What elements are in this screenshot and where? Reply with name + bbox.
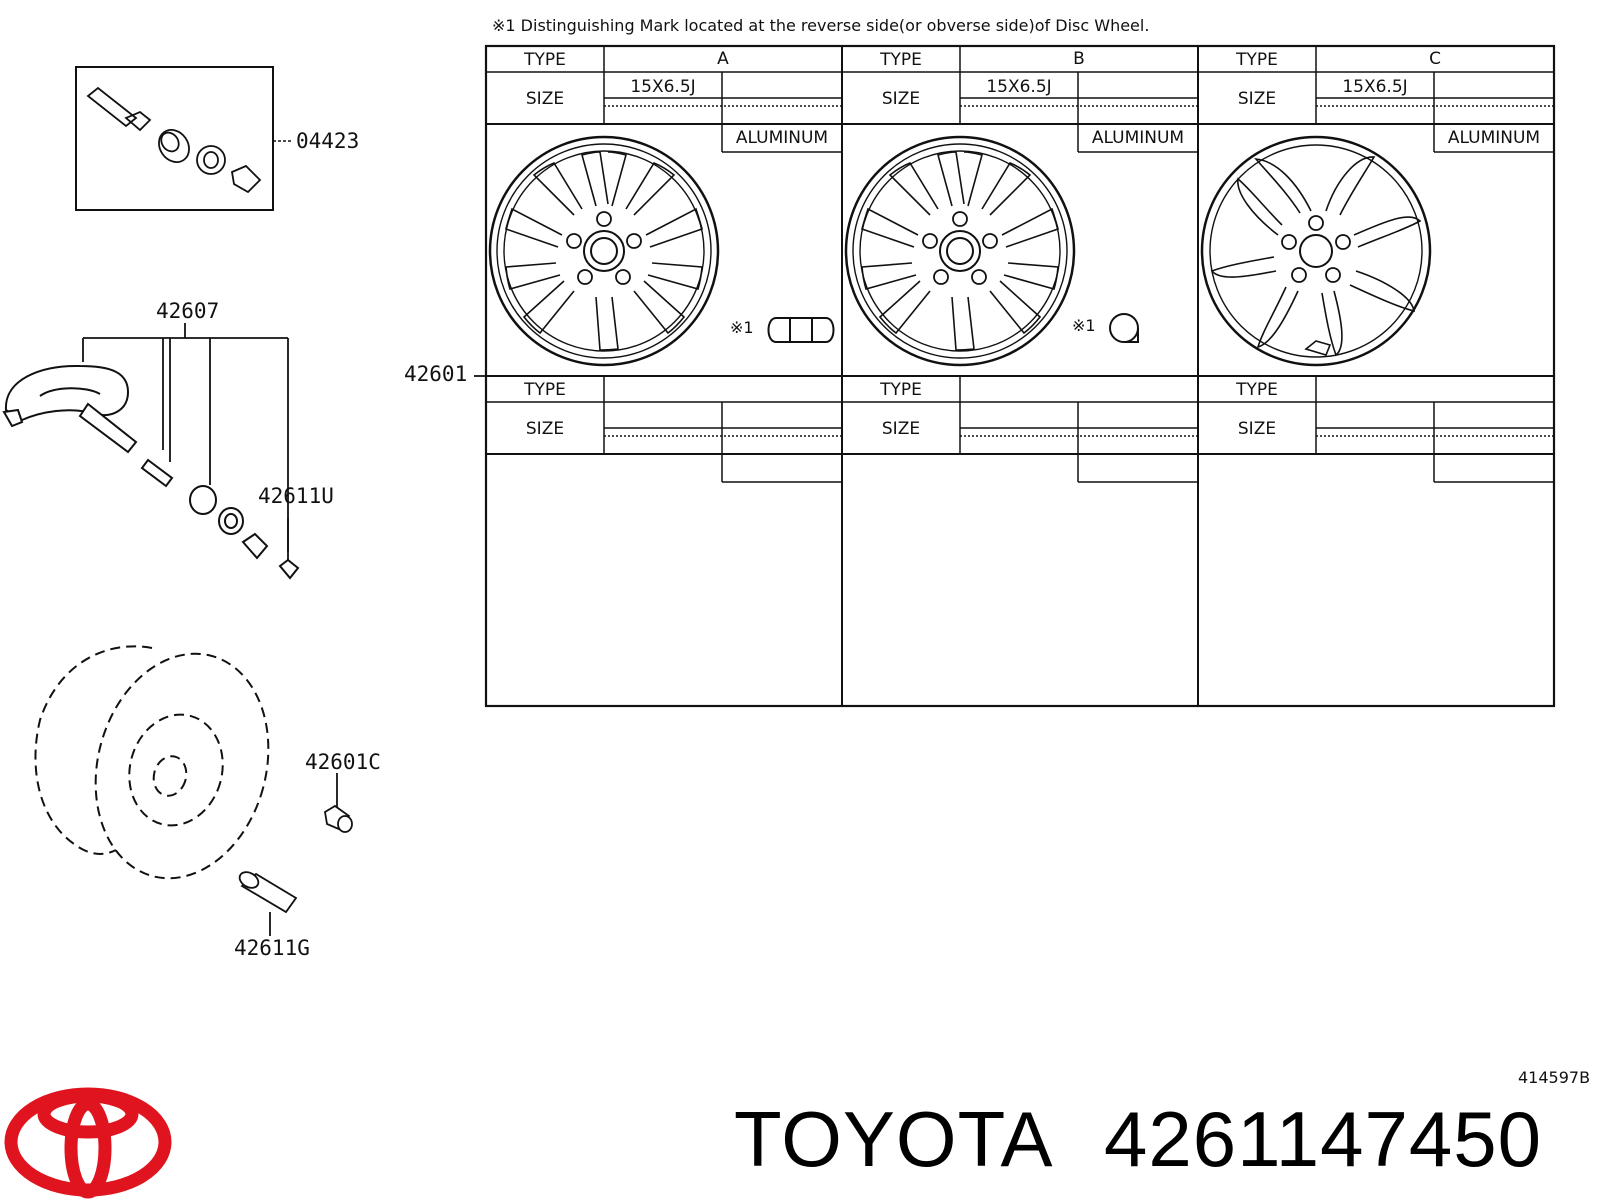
- size-value-a: 15X6.5J: [630, 77, 696, 97]
- material-c: ALUMINUM: [1447, 128, 1541, 148]
- type-label-lower-c: TYPE: [1236, 380, 1278, 400]
- size-label-c: SIZE: [1237, 89, 1277, 109]
- wheel-c-drawing: [1200, 135, 1432, 367]
- size-label-b: SIZE: [881, 89, 921, 109]
- part-label-42611u: 42611U: [258, 484, 334, 508]
- part-label-42601c: 42601C: [305, 750, 381, 774]
- type-value-b: B: [1073, 49, 1085, 69]
- material-b: ALUMINUM: [1091, 128, 1185, 148]
- type-label-a: TYPE: [524, 50, 566, 70]
- size-label-a: SIZE: [525, 89, 565, 109]
- part-label-42611g: 42611G: [234, 936, 310, 960]
- size-value-b: 15X6.5J: [986, 77, 1052, 97]
- mark-label-b: ※1: [1072, 316, 1096, 335]
- material-a: ALUMINUM: [735, 128, 829, 148]
- type-label-c: TYPE: [1236, 50, 1278, 70]
- diagram-id: 414597B: [1518, 1068, 1591, 1087]
- part-label-42601: 42601: [404, 362, 468, 386]
- type-value-c: C: [1429, 49, 1441, 69]
- toyota-logo-icon: [4, 1087, 172, 1199]
- part-label-42607: 42607: [156, 299, 220, 323]
- wheel-a-drawing: [488, 135, 720, 367]
- mark-label-a: ※1: [730, 318, 754, 337]
- wheel-b-drawing: [844, 135, 1076, 367]
- type-label-b: TYPE: [880, 50, 922, 70]
- brand-name: TOYOTA: [734, 1095, 1054, 1183]
- distinguishing-mark-note: ※1 Distinguishing Mark located at the re…: [492, 16, 1150, 35]
- type-label-lower-a: TYPE: [524, 380, 566, 400]
- type-label-lower-b: TYPE: [880, 380, 922, 400]
- size-value-c: 15X6.5J: [1342, 77, 1408, 97]
- type-value-a: A: [717, 49, 729, 69]
- size-label-lower-a: SIZE: [525, 419, 565, 439]
- size-label-lower-c: SIZE: [1237, 419, 1277, 439]
- part-number: 4261147450: [1104, 1095, 1543, 1183]
- size-label-lower-b: SIZE: [881, 419, 921, 439]
- part-label-04423: 04423: [296, 129, 360, 153]
